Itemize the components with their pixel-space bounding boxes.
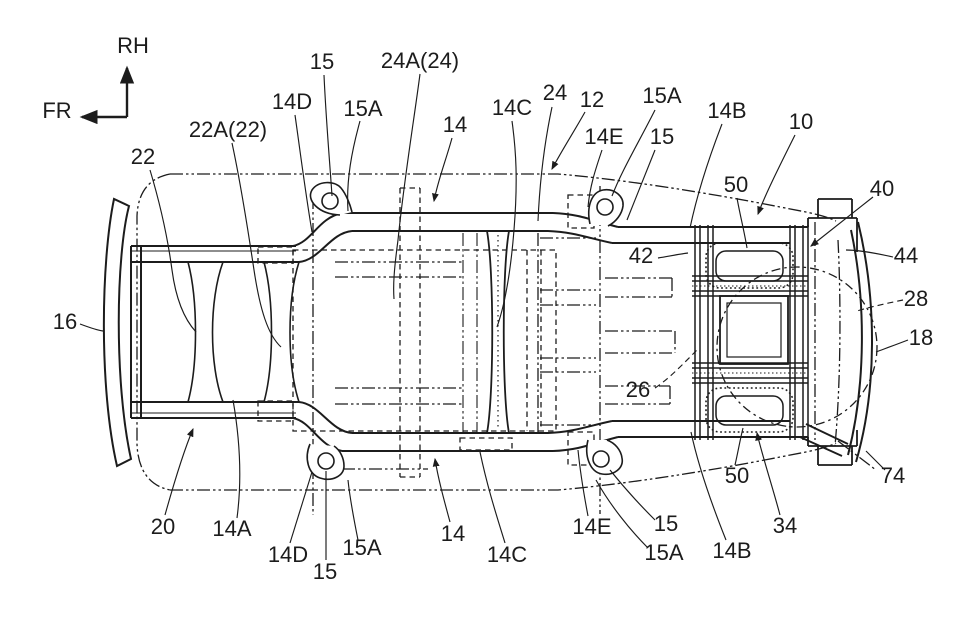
fr-axis-label: FR bbox=[42, 98, 71, 123]
inner-support-frame bbox=[719, 295, 789, 365]
bolt-hole bbox=[596, 198, 614, 216]
ref-label-14C: 14C bbox=[492, 95, 532, 120]
ref-label-14D: 14D bbox=[272, 89, 312, 114]
ref-label-20: 20 bbox=[151, 514, 175, 539]
rh-axis-label: RH bbox=[117, 33, 149, 58]
ref-label-40: 40 bbox=[870, 176, 894, 201]
ref-label-74: 74 bbox=[881, 463, 905, 488]
ref-label-14B: 14B bbox=[707, 98, 746, 123]
ref-label-16: 16 bbox=[53, 309, 77, 334]
ref-label-22: 22 bbox=[131, 144, 155, 169]
bolt-hole bbox=[317, 452, 335, 470]
bolt-hole bbox=[321, 192, 339, 210]
front-side-rails bbox=[130, 245, 299, 419]
ref-label-15: 15 bbox=[313, 559, 337, 584]
front-kick-sections bbox=[292, 212, 353, 452]
mid-cross-member bbox=[486, 230, 510, 434]
orientation-axes: RH FR bbox=[42, 33, 149, 125]
rear-cross-member-verticals bbox=[694, 225, 809, 440]
rear-kick-sections bbox=[547, 212, 619, 452]
ref-label-24: 24 bbox=[543, 80, 567, 105]
ref-label-15A: 15A bbox=[644, 540, 683, 565]
ref-label-15A: 15A bbox=[343, 96, 382, 121]
ref-label-44: 44 bbox=[894, 243, 918, 268]
ref-label-15: 15 bbox=[650, 124, 674, 149]
front-lateral-members bbox=[187, 261, 300, 403]
ref-label-15A: 15A bbox=[342, 535, 381, 560]
ref-label-14E: 14E bbox=[584, 124, 623, 149]
ref-label-34: 34 bbox=[773, 513, 797, 538]
ref-label-22A(22): 22A(22) bbox=[189, 117, 267, 142]
spare-tire-phantom-circle bbox=[716, 266, 878, 428]
ref-label-14: 14 bbox=[441, 521, 465, 546]
ref-label-42: 42 bbox=[629, 243, 653, 268]
ref-label-24A(24): 24A(24) bbox=[381, 48, 459, 73]
front-bumper-beam bbox=[102, 197, 133, 468]
ref-label-14D: 14D bbox=[268, 542, 308, 567]
ref-label-15: 15 bbox=[310, 49, 334, 74]
mount-brackets bbox=[306, 181, 624, 481]
leader-lines bbox=[79, 73, 909, 560]
ref-label-28: 28 bbox=[904, 286, 928, 311]
ref-label-18: 18 bbox=[909, 325, 933, 350]
ref-label-14A: 14A bbox=[212, 516, 251, 541]
ref-label-26: 26 bbox=[626, 377, 650, 402]
mid-side-rails bbox=[342, 212, 553, 452]
bolt-hole bbox=[592, 450, 610, 468]
ref-label-50: 50 bbox=[724, 172, 748, 197]
mount-pads bbox=[705, 242, 794, 433]
rear-end-structure bbox=[799, 198, 873, 466]
ref-label-12: 12 bbox=[580, 87, 604, 112]
ref-label-50: 50 bbox=[725, 463, 749, 488]
ref-label-15A: 15A bbox=[642, 83, 681, 108]
battery-case-hidden-outline bbox=[257, 187, 595, 478]
ref-label-14E: 14E bbox=[572, 514, 611, 539]
ref-label-14: 14 bbox=[443, 112, 467, 137]
vehicle-body-phantom-outline bbox=[136, 173, 877, 515]
frame-structure bbox=[102, 181, 873, 481]
ref-label-15: 15 bbox=[654, 511, 678, 536]
ref-label-14B: 14B bbox=[712, 538, 751, 563]
ref-label-10: 10 bbox=[789, 109, 813, 134]
ref-label-14C: 14C bbox=[487, 542, 527, 567]
